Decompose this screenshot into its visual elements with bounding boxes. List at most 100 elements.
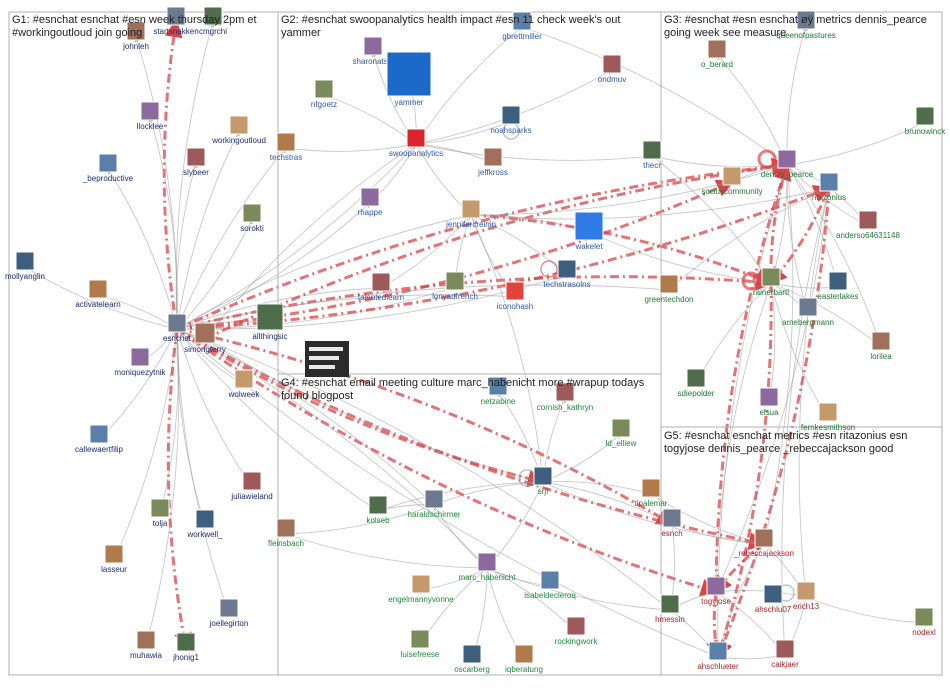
node-label-sdiepolder: sdiepolder: [678, 389, 715, 398]
node-cornish_kathryn[interactable]: cornish_kathryn: [537, 382, 593, 412]
node-_rebeccajackson[interactable]: _rebeccajackson: [733, 528, 794, 558]
node-noahsparks[interactable]: noahsparks: [490, 105, 532, 135]
avatar-ld_elliew: [611, 418, 631, 438]
node-mollyanglin[interactable]: mollyanglin: [5, 251, 45, 281]
node-workingoutloud[interactable]: workingoutloud: [211, 115, 266, 145]
node-talentedlearn[interactable]: talentedlearn: [358, 272, 404, 302]
avatar-oscarberg: [462, 644, 482, 664]
node-fleinsbach[interactable]: fleinsbach: [268, 518, 304, 548]
edge-jennifercreinin-ritazonius: [470, 186, 830, 220]
node-fernkesmithson[interactable]: fernkesmithson: [801, 402, 855, 432]
node-wakelet[interactable]: wakelet: [574, 211, 604, 251]
node-label-o_berard: o_berard: [701, 60, 733, 69]
node-johnleh[interactable]: johnleh: [122, 21, 149, 51]
avatar-brunowinck: [915, 106, 935, 126]
node-_beproductive[interactable]: _beproductive: [82, 153, 134, 183]
node-iconohash[interactable]: iconohash: [497, 281, 533, 311]
node-sorokti[interactable]: sorokti: [240, 203, 264, 233]
node-haraldschirmer[interactable]: haraldschirmer: [408, 489, 461, 519]
node-swoopanalytics[interactable]: swoopanalytics: [389, 128, 443, 158]
edge-marc_habenicht-hmessin: [486, 567, 671, 613]
node-kolseb[interactable]: kolseb: [366, 495, 390, 525]
node-wolweek[interactable]: wolweek: [228, 369, 261, 399]
avatar-rainerbartl: [761, 267, 781, 287]
node-isabeldecleroq[interactable]: isabeldecleroq: [524, 570, 576, 600]
node-cmgrchi[interactable]: cmgrchi: [199, 6, 227, 36]
node-ld_elliew[interactable]: ld_elliew: [606, 418, 637, 448]
node-esnch[interactable]: esnch: [661, 508, 683, 538]
node-arnebergmann[interactable]: arnebergmann: [782, 297, 834, 327]
node-sdiepolder[interactable]: sdiepolder: [678, 368, 715, 398]
node-label-slybeer: slybeer: [183, 168, 209, 177]
node-label-jhonig1: jhonig1: [172, 653, 199, 662]
node-rainerbartl[interactable]: rainerbartl: [753, 267, 789, 297]
node-tolja[interactable]: tolja: [150, 498, 170, 528]
group-title-g3: G3: #esnchat #esn esnchat øÿ metrics den…: [664, 14, 927, 39]
node-jeffkross[interactable]: jeffkross: [477, 147, 508, 177]
node-luisefreese[interactable]: luisefreese: [401, 629, 440, 659]
node-oscarberg[interactable]: oscarberg: [454, 644, 490, 674]
node-callewaertfilip[interactable]: callewaertfilip: [75, 424, 124, 454]
node-lasseur[interactable]: lasseur: [101, 544, 127, 574]
node-label-callewaertfilip: callewaertfilip: [75, 445, 124, 454]
node-allthingsic[interactable]: allthingsic: [252, 303, 288, 341]
node-erich13[interactable]: erich13: [793, 581, 820, 611]
node-anderso64631148[interactable]: anderso64631148: [836, 210, 901, 240]
node-engelmannyvonne[interactable]: engelmannyvonne: [388, 574, 454, 604]
node-nfgoetz[interactable]: nfgoetz: [311, 79, 337, 109]
node-gbrettmiller[interactable]: gbrettmiller: [502, 11, 542, 41]
node-brunowinck[interactable]: brunowinck: [905, 106, 946, 136]
node-togyjose[interactable]: togyjose: [701, 576, 731, 606]
node-caikjaer[interactable]: caikjaer: [771, 639, 799, 669]
node-joellegirton[interactable]: joellegirton: [209, 598, 249, 628]
node-moniquezytnik[interactable]: moniquezytnik: [114, 347, 167, 377]
node-dennis_pearce[interactable]: dennis_pearce: [761, 149, 814, 179]
avatar-workwell_: [195, 509, 215, 529]
node-ondmuv[interactable]: ondmuv: [598, 54, 626, 84]
node-lonyadfrench[interactable]: lonyadfrench: [432, 271, 478, 301]
node-greentechdon[interactable]: greentechdon: [645, 274, 694, 304]
edge-esnchat-startsnakken: [162, 19, 183, 330]
node-marc_habenicht[interactable]: marc_habenicht: [459, 552, 517, 582]
node-ritazonius[interactable]: ritazonius: [812, 172, 846, 202]
node-techstras[interactable]: techstras: [270, 132, 302, 162]
node-slybeer[interactable]: slybeer: [183, 147, 209, 177]
node-ahschlu07[interactable]: ahschlu07: [755, 584, 792, 614]
node-llocklee[interactable]: llocklee: [137, 101, 164, 131]
node-tipalemar[interactable]: tipalemar: [635, 478, 668, 508]
node-yammer[interactable]: yammer: [386, 51, 432, 107]
node-queenofpastures[interactable]: queenofpastures: [776, 10, 836, 40]
node-muhawia[interactable]: muhawia: [130, 630, 163, 660]
node-label-_rebeccajackson: _rebeccajackson: [733, 549, 794, 558]
node-workwell_[interactable]: workwell_: [186, 509, 223, 539]
node-rockingwork[interactable]: rockingwork: [555, 616, 599, 646]
node-netzabine[interactable]: netzabine: [481, 376, 516, 406]
node-startsnakken[interactable]: startsnakken: [153, 6, 199, 36]
avatar-gbrettmiller: [512, 11, 532, 31]
node-nodexl[interactable]: nodexl: [912, 607, 936, 637]
node-elsua[interactable]: elsua: [759, 387, 779, 417]
node-esnchat[interactable]: esnchat: [163, 313, 192, 343]
avatar-cmgrchi: [203, 6, 223, 26]
node-simongterry[interactable]: simongterry: [184, 322, 226, 354]
node-ahschlueter[interactable]: ahschlueter: [697, 641, 739, 671]
node-easterlakes[interactable]: easterlakes: [818, 271, 859, 301]
node-o_berard[interactable]: o_berard: [701, 39, 733, 69]
edge-rainerbartl-ahschlueter: [713, 282, 773, 660]
node-srjf[interactable]: srjf: [533, 466, 553, 496]
node-label-joellegirton: joellegirton: [209, 619, 249, 628]
node-jhonig1[interactable]: jhonig1: [172, 632, 199, 662]
node-rhappe[interactable]: rhappe: [358, 187, 383, 217]
node-juliawieland[interactable]: juliawieland: [230, 471, 273, 501]
node-hmessin[interactable]: hmessin: [655, 594, 685, 624]
node-sociuscommunity[interactable]: sociuscommunity: [701, 166, 763, 196]
node-label-mollyanglin: mollyanglin: [5, 272, 45, 281]
node-sharonatsw[interactable]: sharonatsw: [353, 36, 394, 66]
avatar-lonyadfrench: [445, 271, 465, 291]
node-activatelearn[interactable]: activatelearn: [75, 279, 121, 309]
node-jennifercreinin[interactable]: jennifercreinin: [445, 199, 496, 229]
node-lorilea[interactable]: lorilea: [870, 331, 892, 361]
node-thecr[interactable]: thecr: [642, 140, 662, 170]
node-iqberatung[interactable]: iqberatung: [505, 644, 543, 674]
node-techstrasolns[interactable]: techstrasolns: [543, 259, 591, 289]
